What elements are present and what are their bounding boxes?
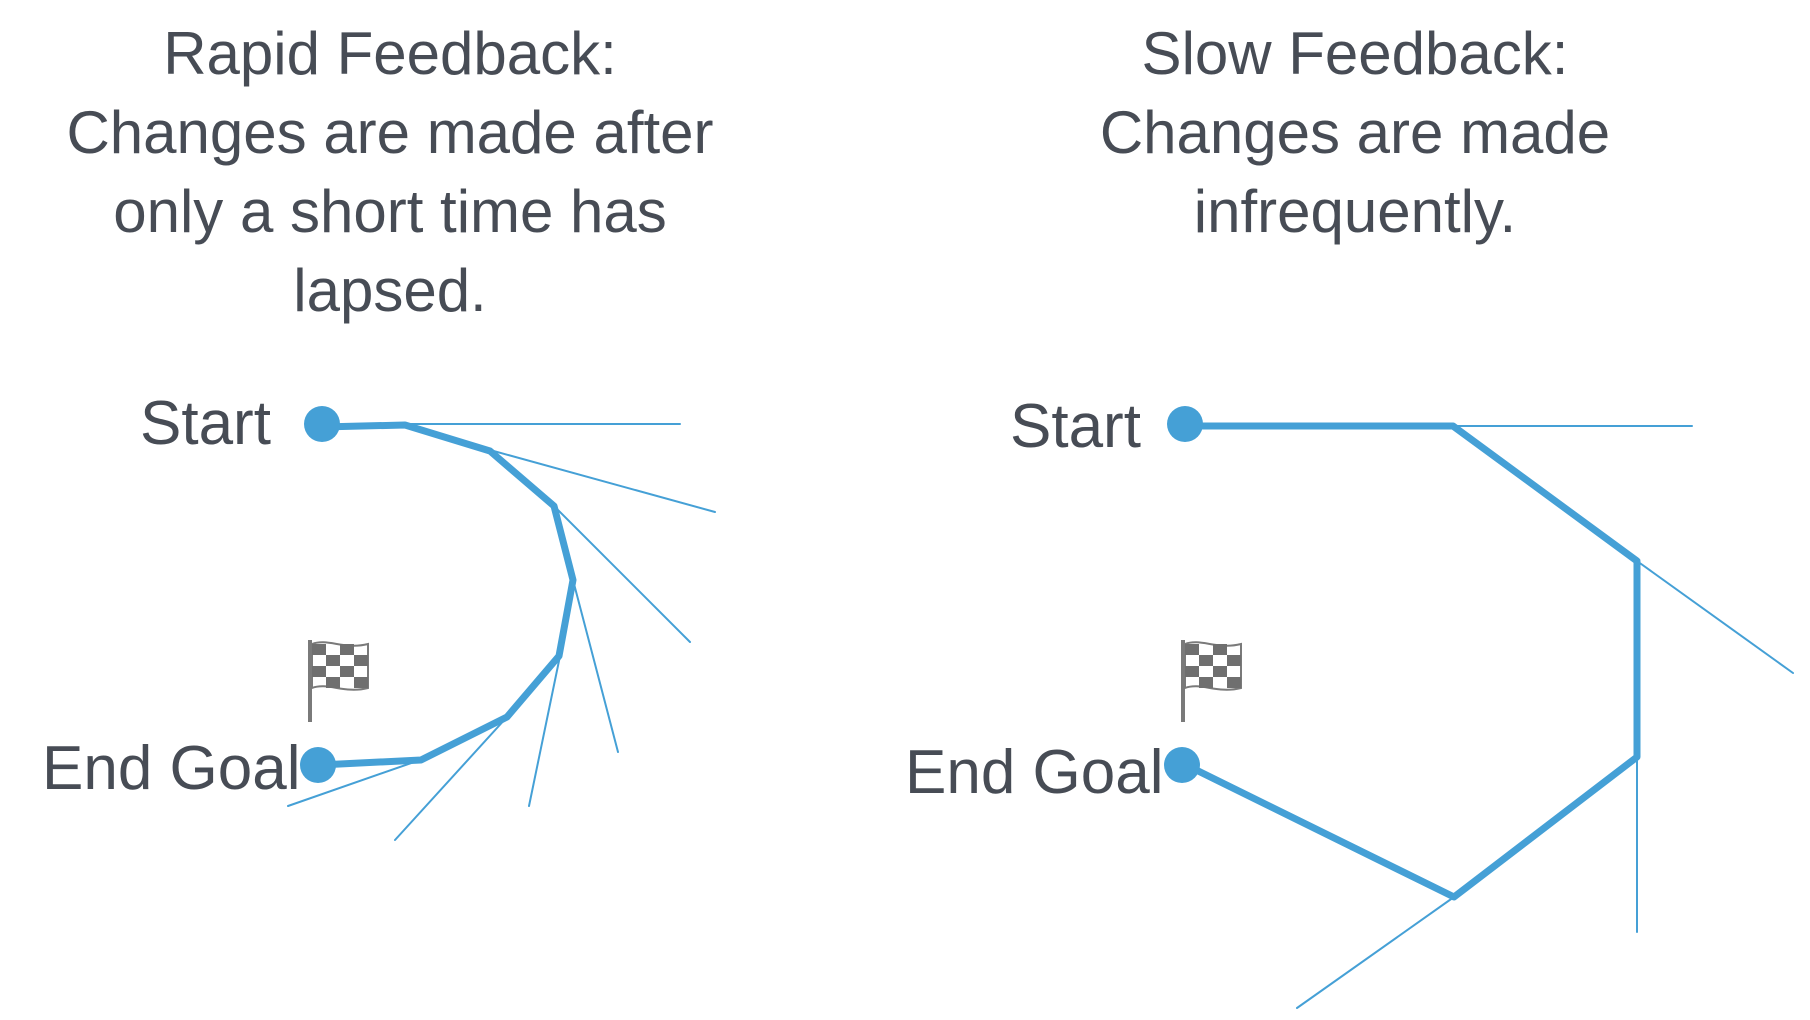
projected-direction-line: [489, 449, 716, 513]
start-label: Start: [140, 389, 271, 458]
projected-direction-line: [394, 716, 508, 841]
rapid-feedback-panel: Rapid Feedback: Changes are made after o…: [20, 14, 760, 841]
heading-line: Rapid Feedback:: [163, 20, 617, 87]
heading-line: only a short time has: [113, 178, 667, 245]
projected-direction-line: [572, 579, 619, 753]
start-point: [1167, 406, 1203, 442]
slow-feedback-panel: Slow Feedback: Changes are made infreque…: [905, 0, 1810, 1020]
projected-direction-line: [553, 505, 691, 643]
rapid-feedback-path-diagram: [287, 406, 716, 841]
heading-line: infrequently.: [1193, 178, 1517, 245]
checkered-flag-icon: [1181, 640, 1242, 722]
start-label: Start: [1010, 392, 1141, 461]
heading-line: Changes are made: [1099, 99, 1611, 166]
end-goal-point: [1164, 747, 1200, 783]
actual-path-line: [316, 421, 577, 769]
end-goal-label: End Goal: [42, 734, 301, 803]
projected-direction-line: [1296, 896, 1455, 1009]
start-point: [304, 406, 340, 442]
heading-line: Changes are made after: [66, 99, 714, 166]
heading-line: lapsed.: [293, 257, 487, 324]
actual-path-line: [1182, 422, 1641, 901]
projected-direction-line: [1636, 560, 1794, 674]
rapid-feedback-heading: Rapid Feedback: Changes are made after o…: [20, 14, 760, 330]
slow-feedback-path-diagram: [1164, 406, 1794, 1009]
heading-line: Slow Feedback:: [1141, 20, 1569, 87]
slow-feedback-heading: Slow Feedback: Changes are made infreque…: [985, 14, 1725, 251]
checkered-flag-icon: [308, 640, 369, 722]
end-goal-label: End Goal: [905, 738, 1164, 807]
projected-direction-line: [528, 655, 561, 807]
end-goal-point: [300, 747, 336, 783]
projected-direction-line: [287, 759, 421, 807]
